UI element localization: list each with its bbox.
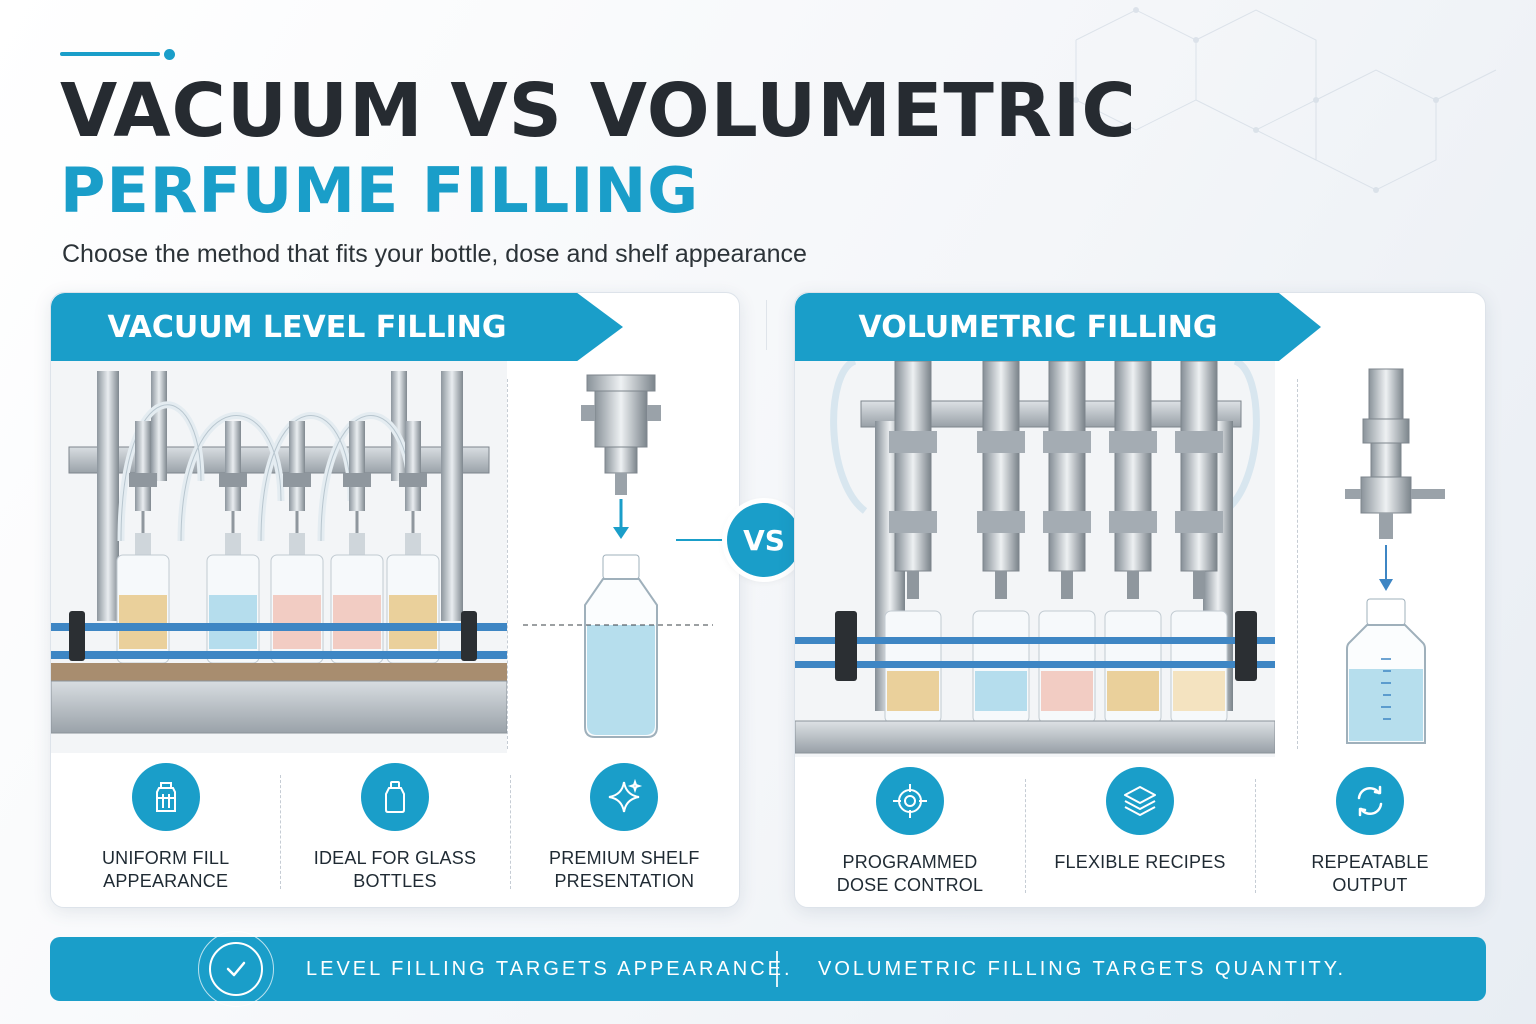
vs-badge: VS [727,503,801,577]
panel-divider [1297,379,1298,749]
panel-title-vacuum: VACUUM LEVEL FILLING [51,293,623,361]
feature-repeatable-output: REPEATABLE OUTPUT [1255,767,1485,897]
vacuum-level-filling-panel: VACUUM LEVEL FILLING [50,292,740,908]
level-fill-diagram [523,374,713,738]
feature-label: REPEATABLE OUTPUT [1311,852,1429,895]
accent-dot [164,49,175,60]
panel-divider [507,379,508,749]
feature-label: FLEXIBLE RECIPES [1054,852,1226,872]
summary-divider [776,951,778,987]
feature-label: PREMIUM SHELF PRESENTATION [549,848,700,891]
summary-banner: LEVEL FILLING TARGETS APPEARANCE. VOLUME… [50,931,1486,1007]
vacuum-filling-machine-illustration [51,361,507,753]
feature-label: PROGRAMMED DOSE CONTROL [836,852,984,895]
check-circle-icon [198,931,274,1007]
volumetric-dose-diagram [1345,368,1445,744]
feature-uniform-fill: UNIFORM FILL APPEARANCE [51,763,280,893]
cycle-icon [1336,767,1404,835]
feature-glass-bottles: IDEAL FOR GLASS BOTTLES [280,763,509,893]
feature-label: UNIFORM FILL APPEARANCE [101,848,230,891]
background-network-pattern [1073,7,1497,193]
feature-premium-shelf: PREMIUM SHELF PRESENTATION [509,763,739,893]
feature-label: IDEAL FOR GLASS BOTTLES [313,848,477,891]
feature-flexible-recipes: FLEXIBLE RECIPES [1025,767,1255,897]
panel-separator [766,300,767,350]
volumetric-features: PROGRAMMED DOSE CONTROL FLEXIBLE RECIPES [795,767,1485,897]
feature-programmed-dose: PROGRAMMED DOSE CONTROL [795,767,1025,897]
target-icon [876,767,944,835]
panel-title-volumetric: VOLUMETRIC FILLING [795,293,1321,361]
volumetric-filling-machine-illustration [795,361,1275,757]
layers-icon [1106,767,1174,835]
page-title-line-1: VACUUM VS VOLUMETRIC [60,68,1137,154]
sparkle-icon [590,763,659,831]
glass-bottle-icon [360,763,429,831]
level-bottle-icon [131,763,200,831]
accent-rule [60,52,160,56]
summary-level-filling: LEVEL FILLING TARGETS APPEARANCE. [306,957,793,980]
page-title-line-2: PERFUME FILLING [60,154,700,227]
page-subtitle: Choose the method that fits your bottle,… [62,240,807,268]
volumetric-filling-panel: VOLUMETRIC FILLING [794,292,1486,908]
vs-line-left [676,539,724,541]
summary-volumetric-filling: VOLUMETRIC FILLING TARGETS QUANTITY. [818,957,1347,980]
vacuum-features: UNIFORM FILL APPEARANCE IDEAL FOR GLASS … [51,763,739,893]
